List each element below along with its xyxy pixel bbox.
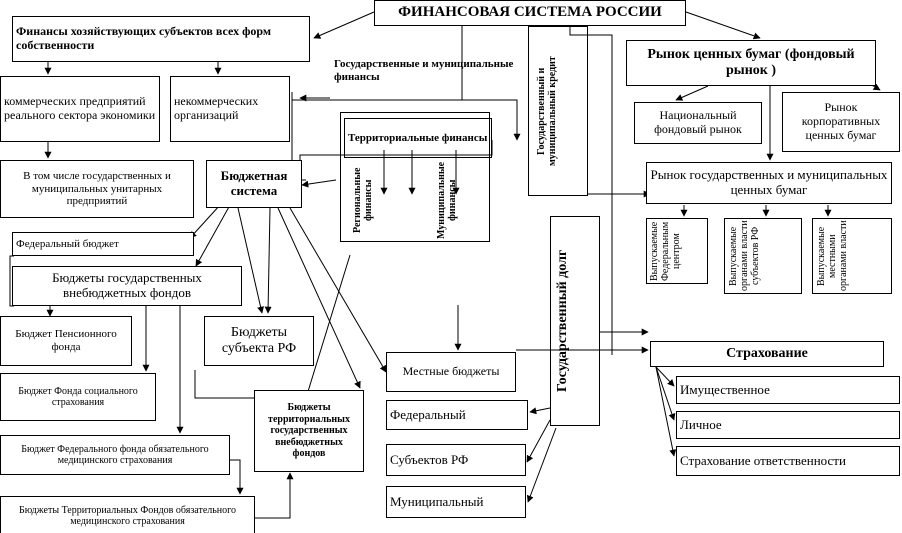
arrow-debt-to-federal xyxy=(529,407,551,415)
arrow-budget-to-extrabudgetary xyxy=(195,204,231,267)
government-securities-box: Рынок государственных и муниципальных це… xyxy=(646,162,892,204)
noncommercial-box: некоммерческих организаций xyxy=(170,76,290,142)
arrow-territorial-medical-to-extra xyxy=(255,472,294,519)
debt-municipal-box: Муниципальный xyxy=(386,486,526,518)
credit-box: Государственный и муниципальный кредит xyxy=(528,26,588,196)
national-market-box: Национальный фондовый рынок xyxy=(634,102,762,144)
insurance-box: Страхование xyxy=(650,341,884,367)
arrow-federal-medical-to-territorial xyxy=(230,459,244,495)
line-territorial-to-budget xyxy=(299,140,493,181)
public-finance-label: Государственные и муниципальные финансы xyxy=(334,58,514,83)
regional-finance-label: Региональные финансы xyxy=(352,167,374,233)
arrow-insurance-to-personal xyxy=(655,366,676,421)
credit-label: Государственный и муниципальный кредит xyxy=(536,56,558,166)
arrow-territorial-to-budget xyxy=(301,179,337,188)
arrow-budget-to-federal xyxy=(189,204,221,239)
line-subject-to-extra xyxy=(194,370,254,399)
diagram-title: ФИНАНСОВАЯ СИСТЕМА РОССИИ xyxy=(374,0,686,26)
arrow-regional-to-territorial-extra xyxy=(304,254,351,399)
insurance-liability-box: Страхование ответственности xyxy=(676,446,900,476)
debt-federal-box: Федеральный xyxy=(386,400,528,430)
federal-center-issues-box: Выпускаемые Федеральным центром xyxy=(646,218,708,284)
arrow-insurance-to-liability xyxy=(655,366,677,457)
extrabudgetary-box: Бюджеты государственных внебюджетных фон… xyxy=(12,266,242,306)
territorial-extrabudgetary-box: Бюджеты территориальных государственных … xyxy=(254,390,364,472)
territorial-finance-box: Территориальные финансы xyxy=(344,118,492,158)
municipal-finance-label: Муниципальные финансы xyxy=(436,161,458,239)
state-debt-box: Государственный долг xyxy=(550,216,600,426)
territorial-finance-frame xyxy=(340,112,490,242)
securities-market-box: Рынок ценных бумаг (фондовый рынок ) xyxy=(626,40,876,86)
regional-authorities-issues-box: Выпускаемые органами власти субъектов РФ xyxy=(724,218,802,294)
subject-budget-box: Бюджеты субъекта РФ xyxy=(204,316,314,366)
social-box: Бюджет Фонда социального страхования xyxy=(0,373,156,421)
regional-authorities-issues-label: Выпускаемые органами власти субъектов РФ xyxy=(728,220,761,292)
unitary-box: В том числе государственных и муниципаль… xyxy=(0,160,194,218)
arrow-insurance-to-property xyxy=(655,366,675,387)
local-budget-box: Местные бюджеты xyxy=(386,352,516,392)
line-title-to-debt xyxy=(569,24,613,355)
state-debt-label: Государственный долг xyxy=(555,249,570,393)
corporate-market-box: Рынок корпоративных ценных бумаг xyxy=(782,92,900,152)
arrow-title-to-securities xyxy=(685,11,761,40)
commercial-box: коммерческих предприятий реального секто… xyxy=(0,76,160,142)
local-authorities-issues-box: Выпускаемые местными органами власти xyxy=(812,218,892,294)
federal-budget-box: Федеральный бюджет xyxy=(12,232,194,256)
arrow-securities-to-national xyxy=(675,85,709,101)
arrow-debt-to-subjects xyxy=(526,419,551,463)
line-public-finance-bus xyxy=(291,98,521,141)
federal-center-issues-label: Выпускаемые Федеральным центром xyxy=(649,221,682,281)
arrow-budget-to-subject-b xyxy=(264,207,272,314)
arrow-debt-to-municipal xyxy=(526,427,557,503)
federal-medical-box: Бюджет Федерального фонда обязательного … xyxy=(0,435,230,475)
insurance-property-box: Имущественное xyxy=(676,376,900,404)
debt-subjects-box: Субъектов РФ xyxy=(386,444,526,476)
territorial-medical-box: Бюджеты Территориальных Фондов обязатель… xyxy=(0,496,255,533)
insurance-personal-box: Личное xyxy=(676,411,900,439)
budget-system-box: Бюджетная система xyxy=(206,160,302,208)
local-authorities-issues-label: Выпускаемые местными органами власти xyxy=(816,220,849,292)
arrow-budget-to-territorial-extra xyxy=(277,207,361,389)
arrow-title-to-enterprise xyxy=(313,11,375,39)
pension-box: Бюджет Пенсионного фонда xyxy=(0,316,132,366)
enterprise-finance-box: Финансы хозяйствующих субъектов всех фор… xyxy=(12,16,310,62)
line-extra-to-pension xyxy=(9,255,14,307)
arrow-budget-to-subject-a xyxy=(237,207,265,314)
arrow-budget-to-local xyxy=(289,207,387,373)
